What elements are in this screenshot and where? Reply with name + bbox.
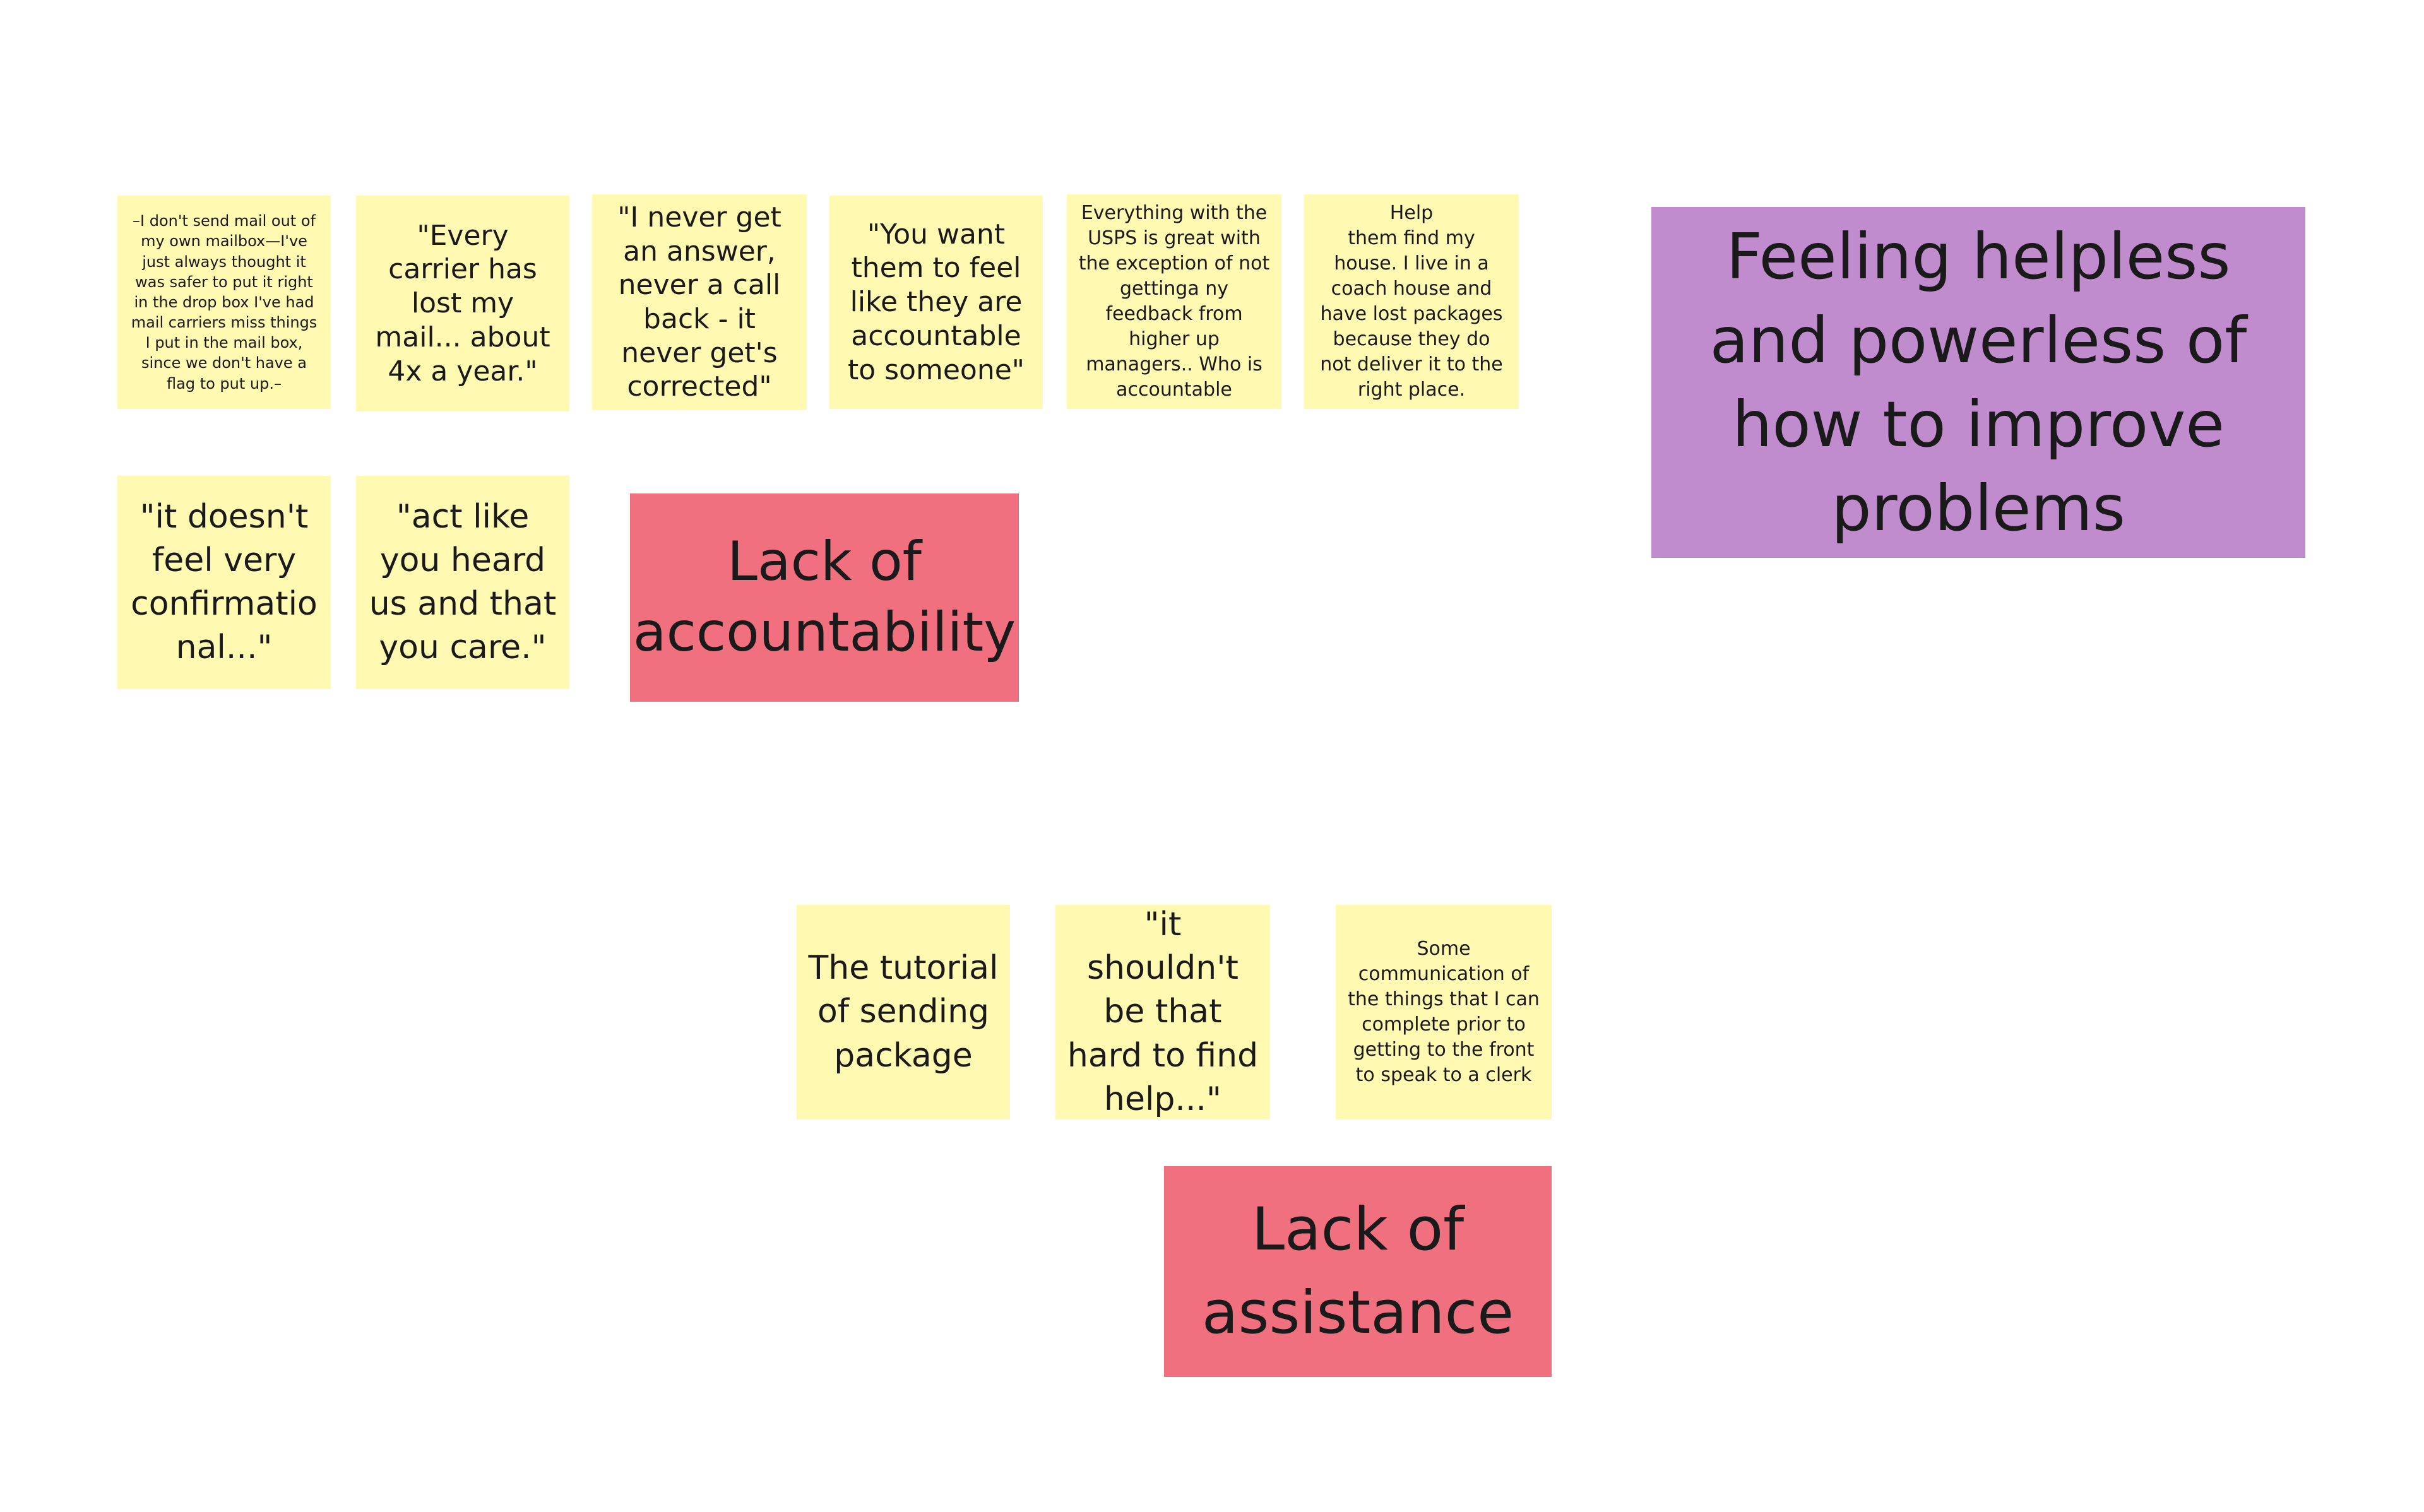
sticky-note-no-answer-quote[interactable]: "I never get an answer, never a call bac… [592,194,807,410]
sticky-note-communication-clerk[interactable]: Some communication of the things that I … [1336,905,1552,1119]
sticky-note-drop-box-quote[interactable]: –I don't send mail out of my own mailbox… [117,196,331,409]
sticky-note-find-help-quote[interactable]: "it shouldn't be that hard to find help.… [1055,905,1270,1119]
sticky-note-find-house[interactable]: Help them find my house. I live in a coa… [1304,194,1519,409]
theme-header-feeling-helpless[interactable]: Feeling helpless and powerless of how to… [1651,207,2305,558]
sticky-note-confirmational-quote[interactable]: "it doesn't feel very confirmatio nal...… [117,476,331,689]
cluster-header-lack-of-assistance[interactable]: Lack of assistance [1164,1166,1552,1377]
cluster-header-lack-of-accountability[interactable]: Lack of accountability [630,493,1019,702]
sticky-note-lost-mail-quote[interactable]: "Every carrier has lost my mail... about… [356,196,569,411]
sticky-note-accountable-quote[interactable]: "You want them to feel like they are acc… [829,196,1043,409]
sticky-note-you-care-quote[interactable]: "act like you heard us and that you care… [356,476,569,689]
sticky-note-tutorial-sending-package[interactable]: The tutorial of sending package [797,905,1010,1119]
sticky-note-usps-feedback[interactable]: Everything with the USPS is great with t… [1067,194,1281,409]
